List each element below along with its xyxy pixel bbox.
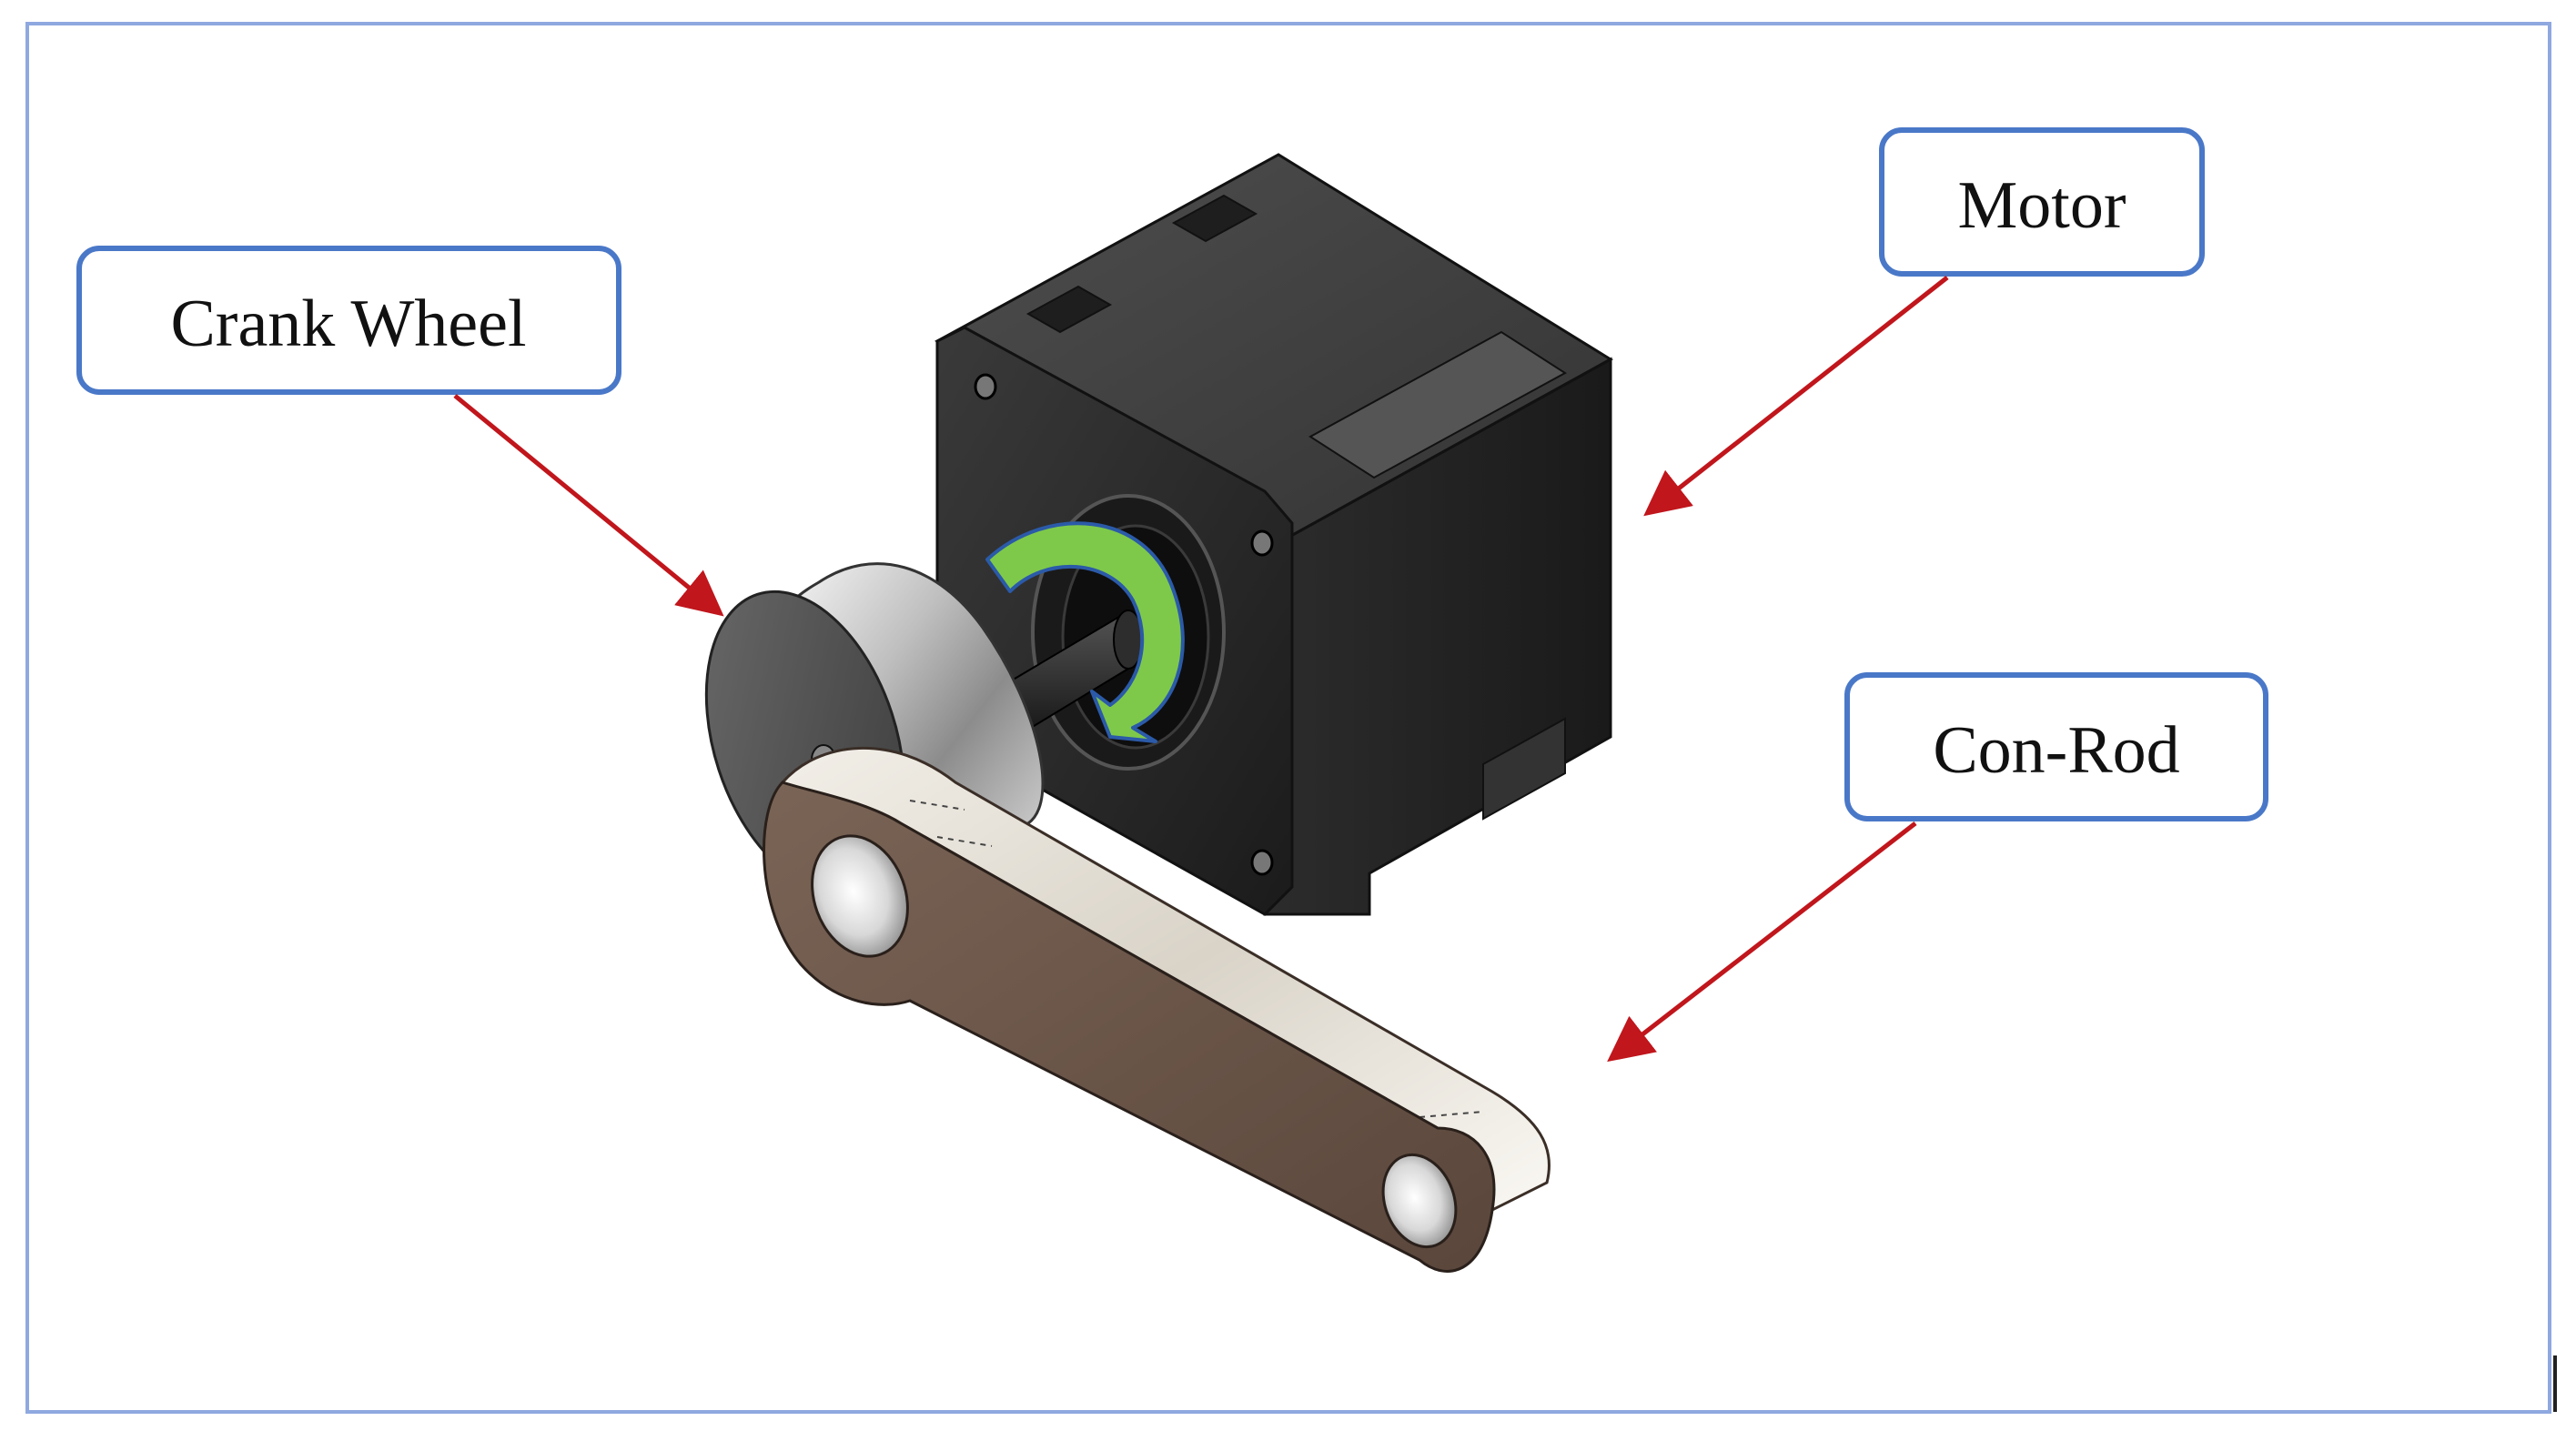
con-rod xyxy=(763,747,1551,1273)
con-rod-edge-line xyxy=(909,800,965,811)
mounting-hole xyxy=(1250,849,1274,876)
con-rod-small-end-hole xyxy=(1381,1153,1458,1249)
clockwise-rotation-arrow-icon xyxy=(985,521,1185,743)
pointer-arrow xyxy=(1607,821,1917,1063)
callout-box xyxy=(1879,127,2205,277)
callout-box xyxy=(1844,672,2268,821)
motor-side-groove xyxy=(1308,330,1567,479)
callout-motor: Motor xyxy=(1643,127,2205,517)
callout-con-rod: Con-Rod xyxy=(1607,672,2268,1063)
motor-side-notch xyxy=(1482,717,1566,821)
con-rod-front-face xyxy=(763,781,1496,1273)
con-rod-edge-line xyxy=(936,836,993,847)
pointer-arrow xyxy=(453,394,724,617)
label-con-rod: Con-Rod xyxy=(1933,713,2179,788)
mounting-hole xyxy=(974,373,997,400)
callout-box xyxy=(76,246,621,395)
pointer-arrow xyxy=(1643,276,1949,517)
label-motor: Motor xyxy=(1958,168,2126,243)
callout-crank-wheel: Crank Wheel xyxy=(76,246,724,617)
con-rod-big-end-hole xyxy=(811,834,909,958)
motor-top-notch-2 xyxy=(1025,285,1113,334)
motor-top-notch-1 xyxy=(1171,194,1258,243)
mounting-hole xyxy=(1250,529,1274,557)
label-crank-wheel: Crank Wheel xyxy=(170,287,526,361)
